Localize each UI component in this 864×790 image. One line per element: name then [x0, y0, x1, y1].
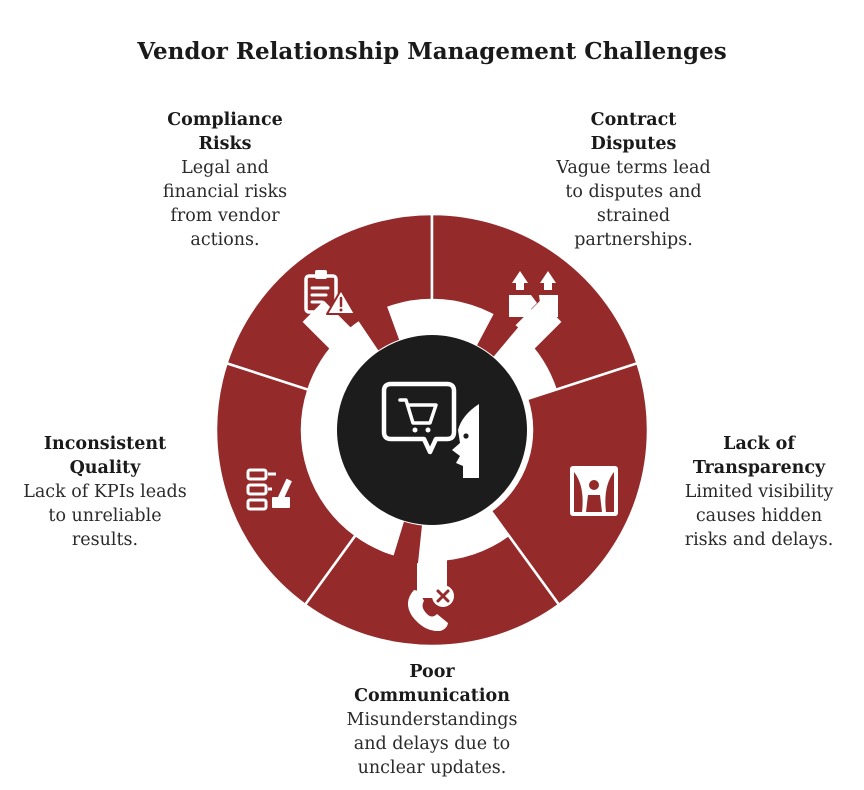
- segment-description: Legal and financial risks from vendor ac…: [162, 158, 288, 250]
- ring-gap: [302, 300, 375, 373]
- ring-gap: [489, 300, 562, 373]
- diagram-title: Vendor Relationship Management Challenge…: [137, 38, 727, 65]
- segment-heading: Poor Communication: [354, 662, 510, 706]
- segment-label-compliance-risks: Compliance Risks Legal and financial ris…: [125, 108, 325, 252]
- broken-ground-icon: [509, 271, 558, 317]
- segment-connector: [392, 521, 422, 564]
- clipboard-warning-icon: [304, 270, 356, 315]
- segment-heading: Lack of Transparency: [692, 434, 826, 478]
- segment-description: Misunderstandings and delays due to uncl…: [346, 710, 518, 778]
- segment-connector: [477, 311, 519, 357]
- segment-label-poor-communication: Poor Communication Misunderstandings and…: [322, 660, 542, 780]
- segment-label-inconsistent-quality: Inconsistent Quality Lack of KPIs leads …: [10, 432, 200, 552]
- segment-description: Lack of KPIs leads to unreliable results…: [23, 482, 187, 550]
- segment-description: Limited visibility causes hidden risks a…: [684, 482, 834, 550]
- segment-label-contract-disputes: Contract Disputes Vague terms lead to di…: [531, 108, 736, 252]
- segment-heading: Contract Disputes: [590, 110, 677, 154]
- curtain-stage-icon: [570, 466, 618, 516]
- segment-heading: Inconsistent Quality: [43, 434, 167, 478]
- shopping-cart-speech-face-icon: [381, 381, 479, 478]
- center-hub: [337, 335, 527, 525]
- segment-label-lack-of-transparency: Lack of Transparency Limited visibility …: [664, 432, 854, 552]
- phone-cancel-icon: [407, 585, 454, 632]
- checklist-hammer-icon: [246, 468, 292, 511]
- segment-lack-of-transparency: [489, 361, 650, 607]
- segment-heading: Compliance Risks: [167, 110, 283, 154]
- segment-connector: [357, 304, 400, 351]
- segment-description: Vague terms lead to disputes and straine…: [556, 158, 711, 250]
